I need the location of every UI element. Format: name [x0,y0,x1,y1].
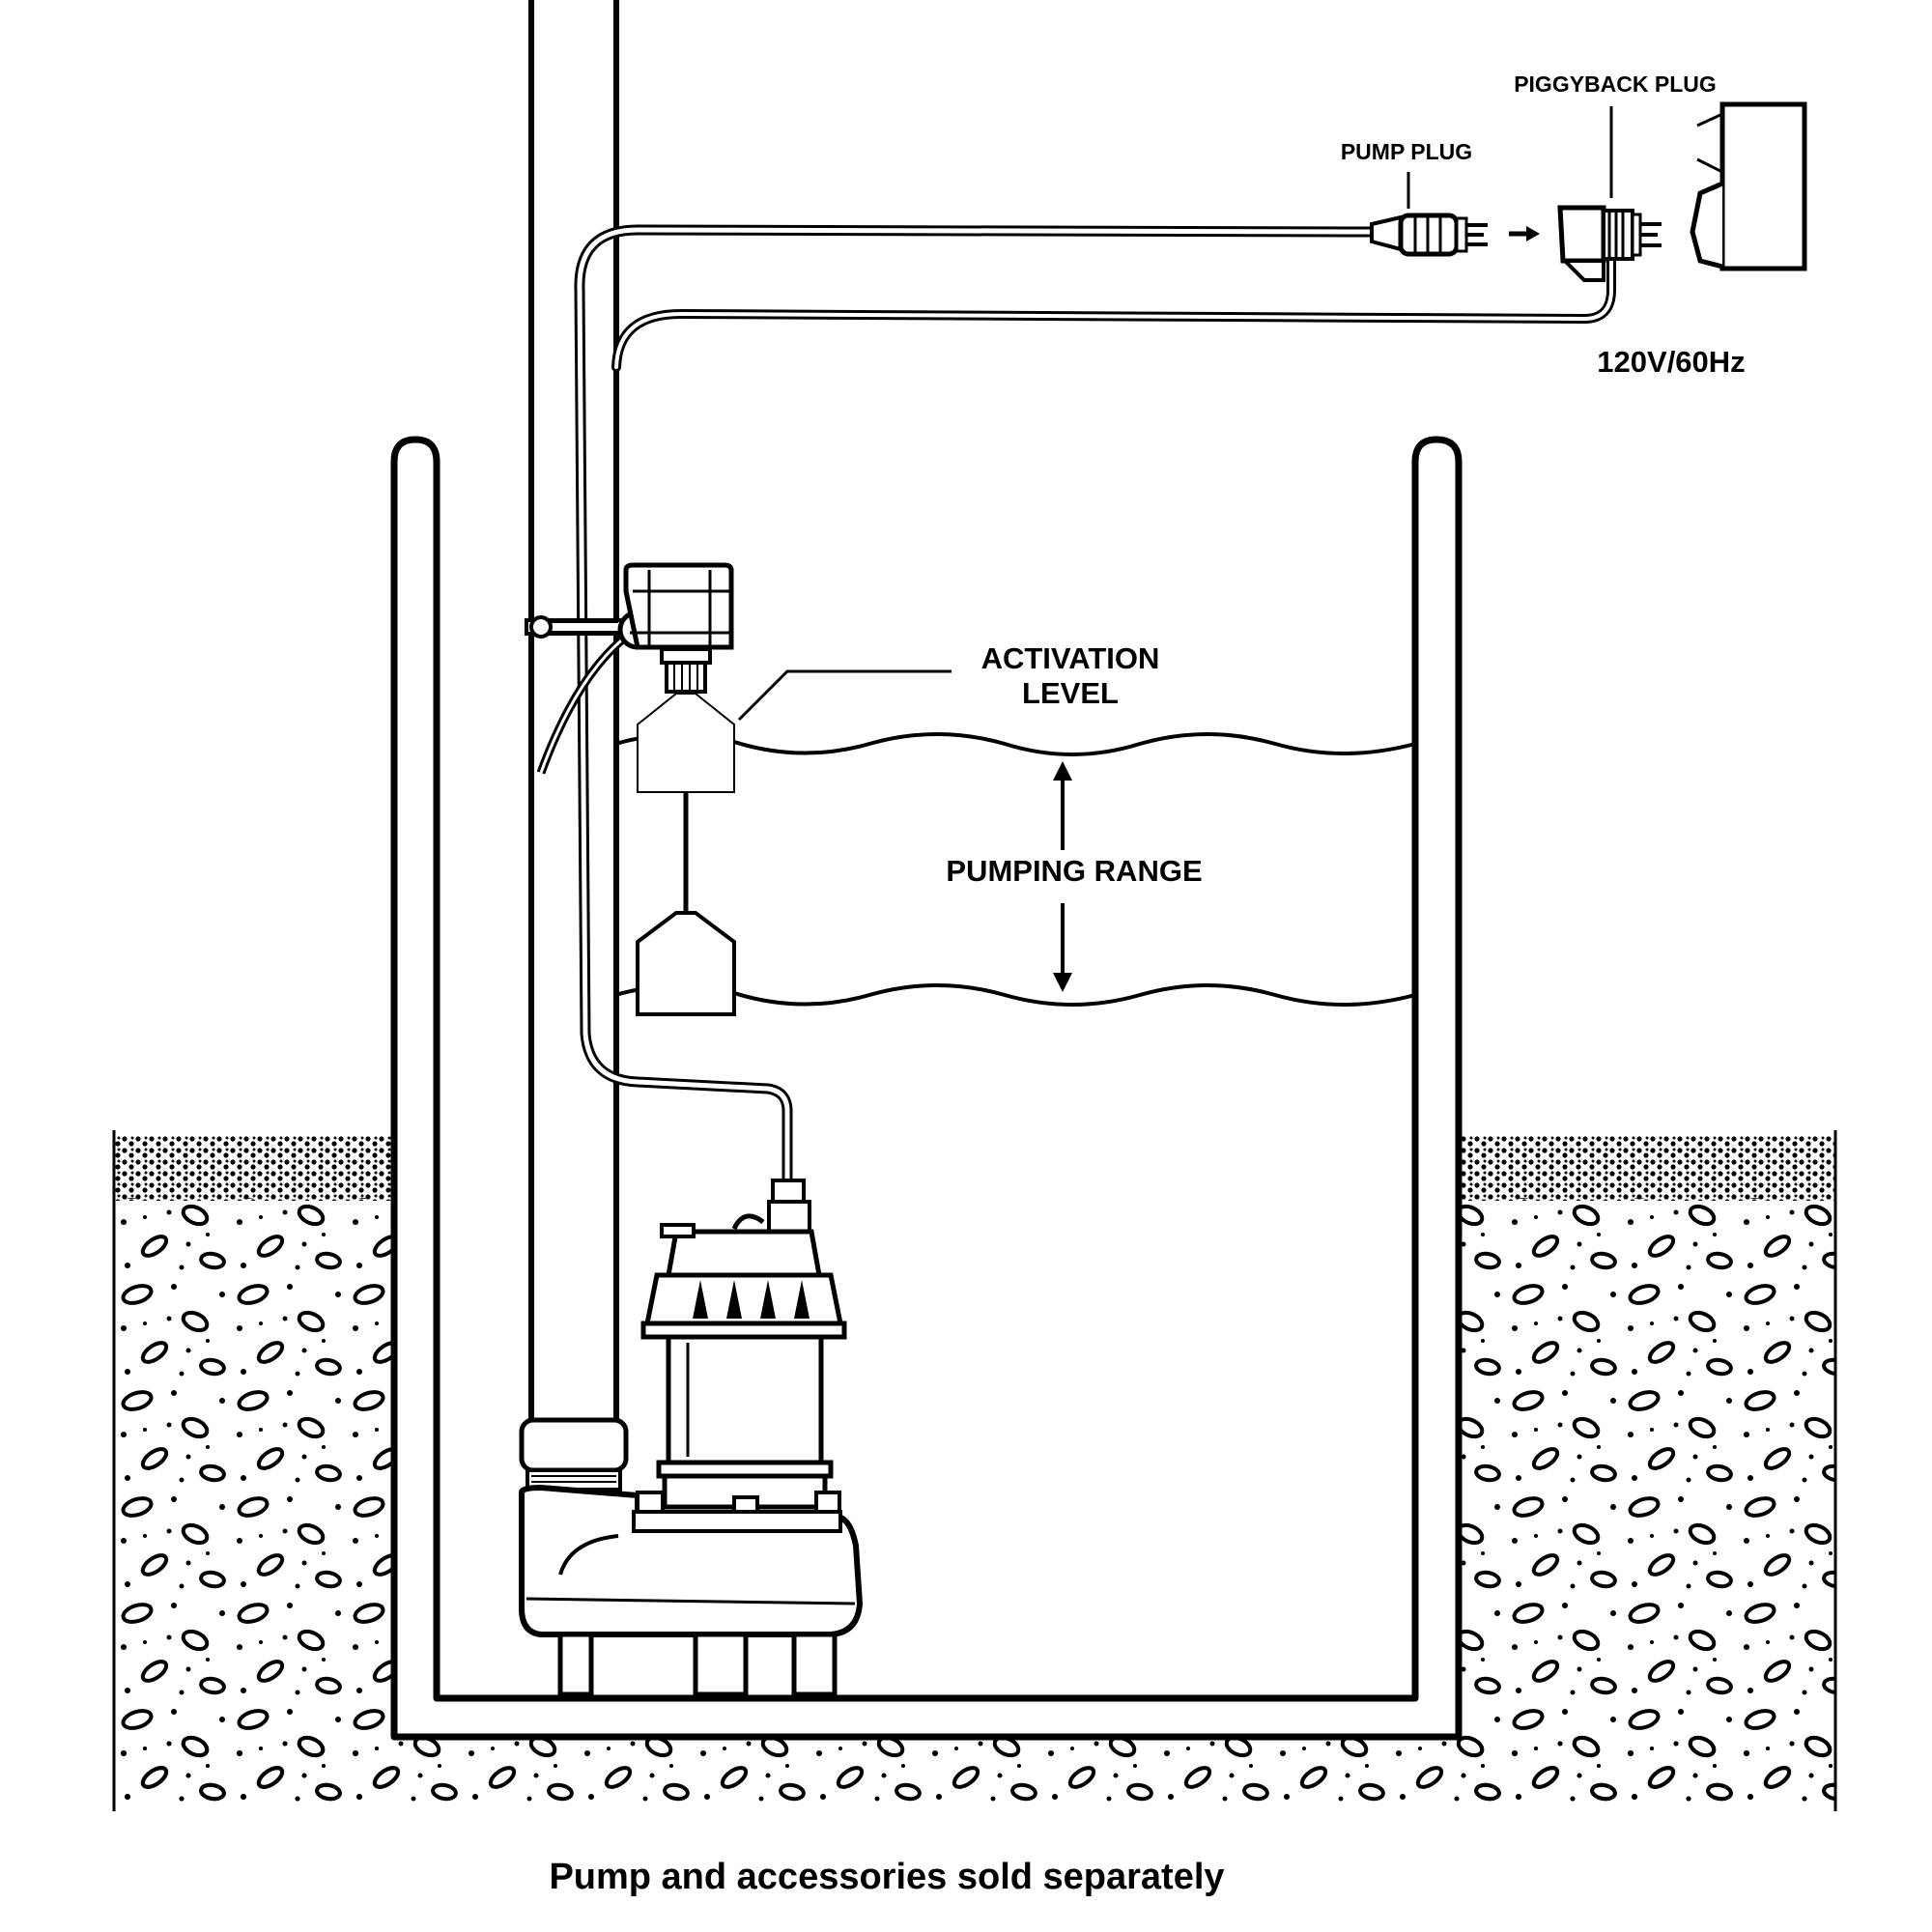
activation-level-label-line1: ACTIVATION [981,641,1160,675]
pump-plug [1372,215,1488,254]
pump-plug-label: PUMP PLUG [1341,139,1472,164]
piggyback-plug-label: PIGGYBACK PLUG [1514,71,1717,97]
float-switch [626,565,734,1014]
ground-bottom [114,1734,1835,1811]
pumping-range-label: PUMPING RANGE [946,854,1202,888]
insert-arrow [1509,226,1540,242]
activation-level-label-line2: LEVEL [1022,676,1119,710]
ground-right [1459,1135,1835,1811]
activation-leader [739,671,952,720]
wall-outlet [1692,104,1804,269]
activation-water-line [615,734,1415,754]
ground-left [114,1135,394,1811]
footer-note: Pump and accessories sold separately [549,1857,1224,1897]
voltage-label: 120V/60Hz [1597,345,1745,379]
discharge-pipe [522,0,626,1490]
